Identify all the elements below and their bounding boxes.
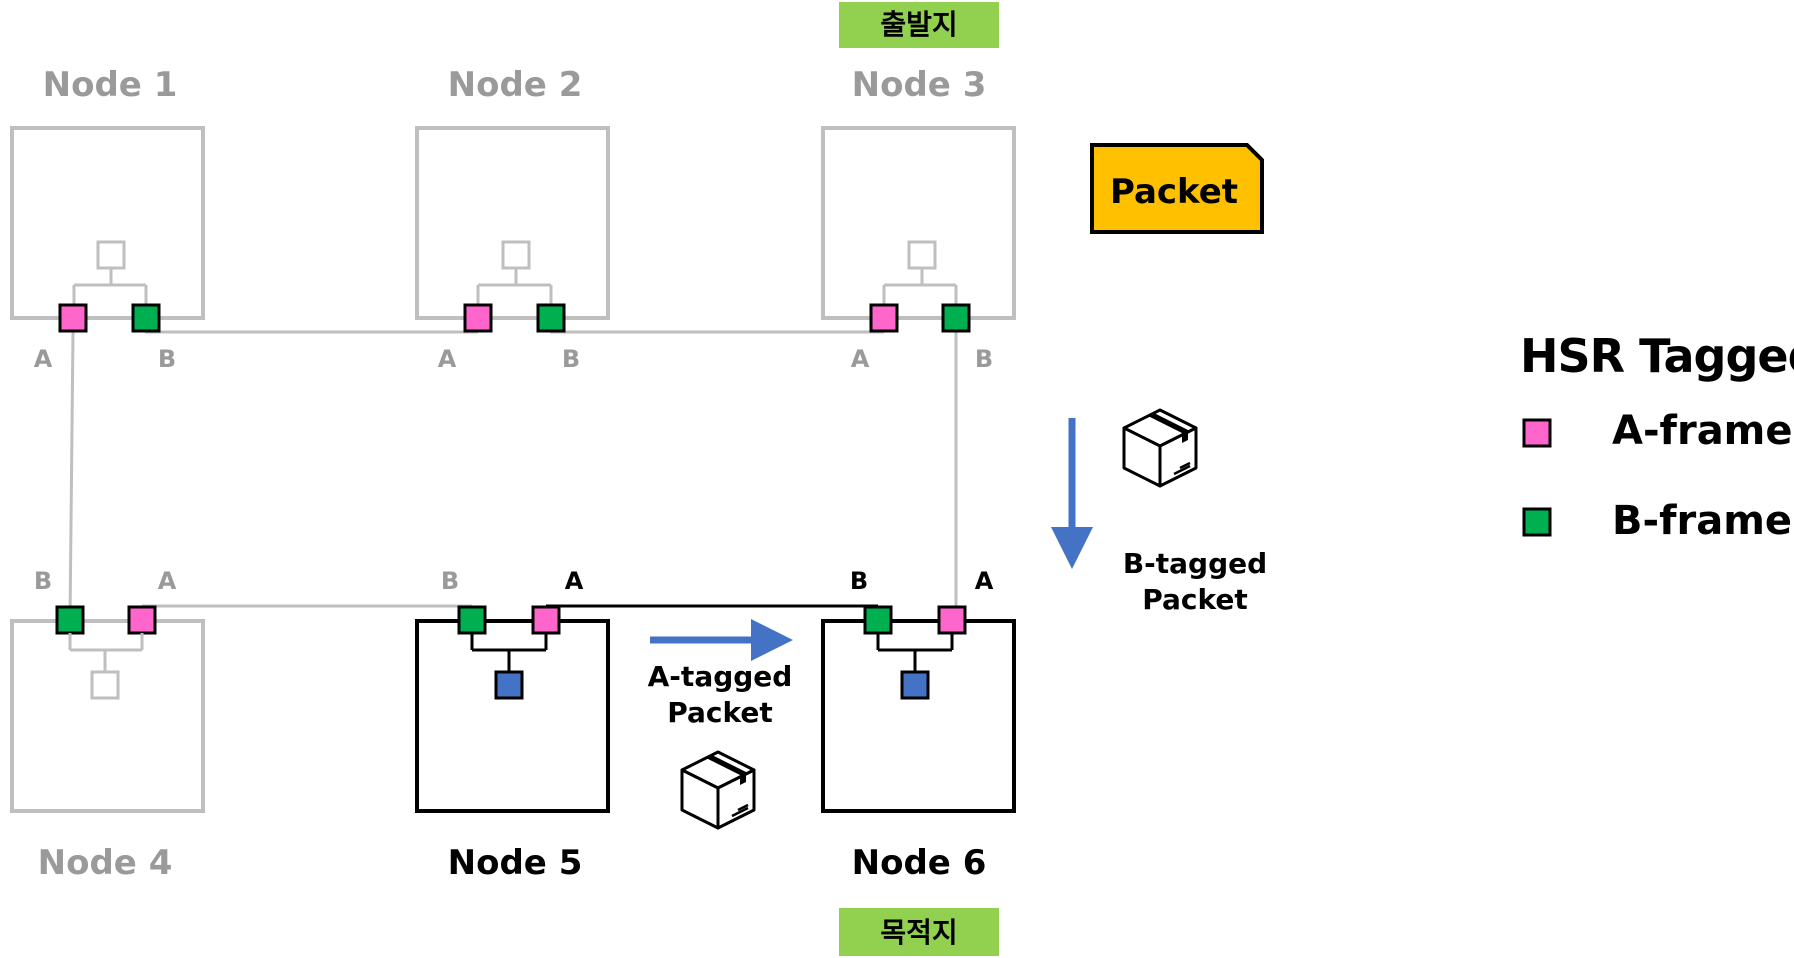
a-tagged-line1: A-tagged <box>648 660 793 693</box>
node-3-port-right: B <box>975 345 993 373</box>
node-2-label: Node 2 <box>448 65 583 105</box>
node-5-box <box>415 619 610 813</box>
node-1-port-left: A <box>34 345 53 373</box>
legend-title: HSR Tagged <box>1520 329 1794 383</box>
a-frame-port <box>58 303 88 333</box>
a-tagged-line2: Packet <box>667 696 773 729</box>
host-icon <box>501 240 531 270</box>
b-frame-legend-label: B-frame <box>1612 498 1792 544</box>
node-5-port-left: B <box>441 567 459 595</box>
node-6-label: Node 6 <box>852 843 987 883</box>
b-frame-legend-swatch <box>1522 507 1552 537</box>
node-6: Node 6 B A <box>821 567 1016 883</box>
b-frame-port <box>131 303 161 333</box>
node-5-label: Node 5 <box>448 843 583 883</box>
node-6-port-right: A <box>975 567 994 595</box>
node-6-bus <box>876 633 954 672</box>
packet-card: Packet <box>1090 143 1264 234</box>
node-1-label: Node 1 <box>43 65 178 105</box>
box-icon <box>680 750 756 830</box>
a-frame-legend-swatch <box>1522 418 1552 448</box>
b-frame-port <box>457 605 487 635</box>
b-tagged-flow: B-tagged Packet <box>1051 408 1267 616</box>
node-5-bus <box>470 633 548 672</box>
a-frame-port <box>937 605 967 635</box>
node-4-port-left: B <box>34 567 52 595</box>
b-tagged-line2: Packet <box>1142 583 1248 616</box>
node-1-port-right: B <box>158 345 176 373</box>
legend: HSR Tagged A-frame B-frame <box>1520 329 1794 544</box>
host-icon <box>96 240 126 270</box>
node-3-label: Node 3 <box>852 65 987 105</box>
node-4-box <box>10 619 205 813</box>
node-1-box <box>10 126 205 320</box>
destination-badge: 목적지 <box>839 908 999 956</box>
origin-badge: 출발지 <box>839 2 999 48</box>
packet-card-shape <box>1090 143 1264 234</box>
node-2-box <box>415 126 610 320</box>
a-frame-port <box>869 303 899 333</box>
b-frame-port <box>941 303 971 333</box>
node-1: Node 1 A B <box>10 65 205 373</box>
box-icon <box>1122 408 1198 488</box>
a-tagged-flow: A-tagged Packet <box>648 619 793 830</box>
node-2-port-right: B <box>562 345 580 373</box>
host-icon <box>900 670 930 700</box>
b-tagged-line1: B-tagged <box>1123 547 1267 580</box>
node-5-port-right: A <box>565 567 584 595</box>
node-6-box <box>821 619 1016 813</box>
node-3-bus <box>882 268 958 305</box>
node-3: Node 3 A B <box>821 65 1016 373</box>
node-3-port-left: A <box>851 345 870 373</box>
host-icon <box>90 670 120 700</box>
node-4-label: Node 4 <box>38 843 173 883</box>
node-3-box <box>821 126 1016 320</box>
ring-links <box>68 330 958 622</box>
host-icon <box>494 670 524 700</box>
destination-badge-bg <box>839 908 999 956</box>
packet-card-label: Packet <box>1110 172 1238 212</box>
origin-badge-bg <box>839 2 999 48</box>
node-6-port-left: B <box>850 567 868 595</box>
a-frame-port <box>531 605 561 635</box>
a-frame-legend-label: A-frame <box>1612 408 1793 454</box>
destination-badge-text: 목적지 <box>880 916 957 949</box>
node-2-bus <box>476 268 553 305</box>
node-1-bus <box>72 268 148 305</box>
b-frame-port <box>536 303 566 333</box>
b-frame-port <box>863 605 893 635</box>
node-4-bus <box>68 633 144 672</box>
b-frame-port <box>55 605 85 635</box>
host-icon <box>907 240 937 270</box>
a-frame-port <box>127 605 157 635</box>
node-2-port-left: A <box>438 345 457 373</box>
link-node1-node4 <box>68 331 75 622</box>
node-4: Node 4 B A <box>10 567 205 883</box>
node-4-port-right: A <box>158 567 177 595</box>
a-frame-port <box>463 303 493 333</box>
node-2: Node 2 A B <box>415 65 610 373</box>
node-5: Node 5 B A <box>415 567 610 883</box>
origin-badge-text: 출발지 <box>880 8 957 41</box>
